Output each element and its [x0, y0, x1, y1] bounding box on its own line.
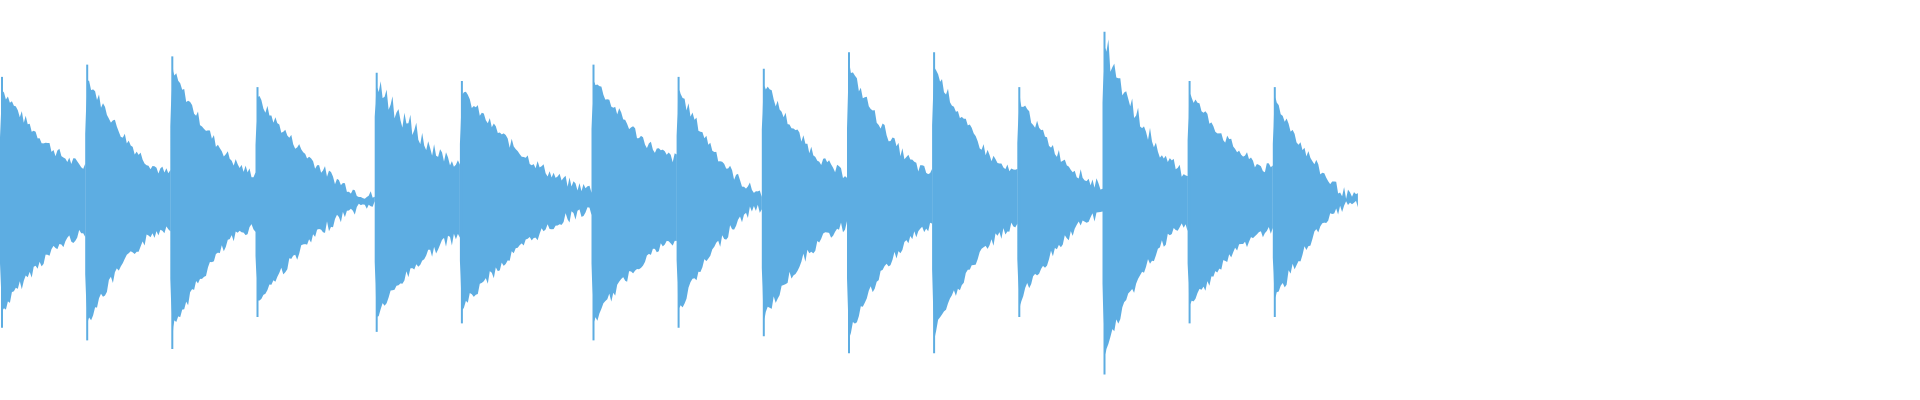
note-envelope-7: [591, 78, 677, 327]
note-envelope-5: [374, 81, 460, 317]
note-envelope-4: [255, 96, 375, 301]
note-envelope-14: [1187, 90, 1273, 308]
note-envelope-3: [170, 65, 256, 337]
note-envelope-1: [0, 90, 86, 312]
note-envelope-10: [847, 60, 933, 340]
note-envelope-2: [85, 80, 171, 324]
note-envelope-15: [1272, 94, 1358, 302]
note-envelope-11: [932, 67, 1018, 341]
note-envelope-9: [761, 83, 847, 323]
note-envelope-6: [459, 91, 592, 311]
note-envelope-12: [1017, 92, 1103, 310]
note-envelope-13: [1102, 39, 1188, 362]
note-envelope-8: [676, 86, 762, 311]
